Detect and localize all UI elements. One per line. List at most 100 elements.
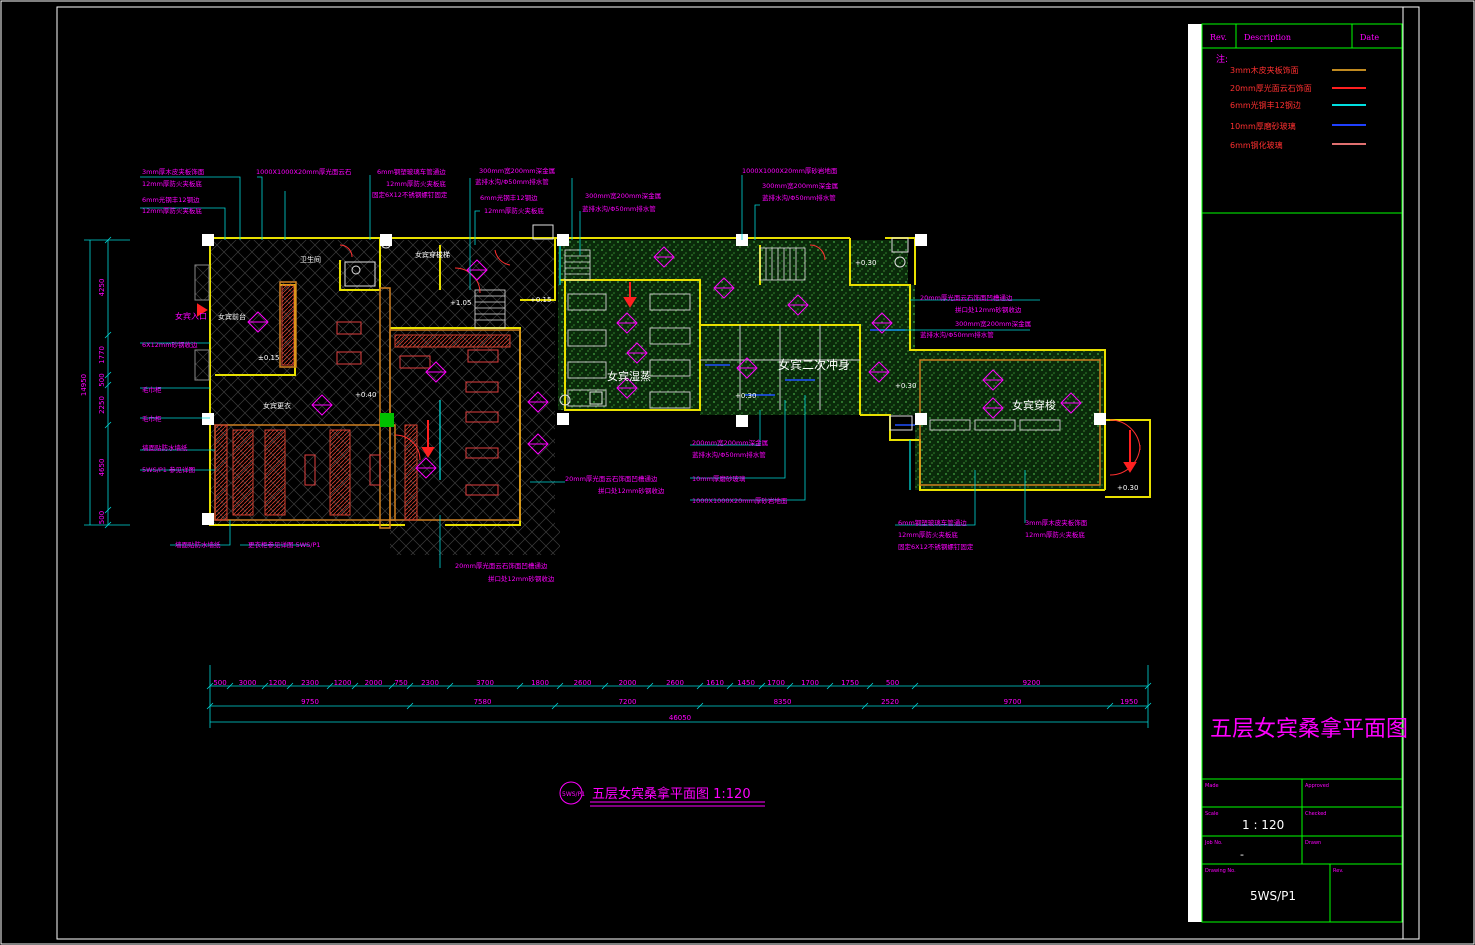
annotation-left-6: 毛巾柜	[142, 414, 162, 423]
caption-tag: 5WS/P1	[562, 791, 585, 798]
annotation-bottom-5: 拼口处12mm砂钢收边	[598, 486, 665, 495]
inner-frame	[56, 6, 1420, 940]
room-lounge: 女宾穿梭	[1012, 398, 1056, 412]
section-tag-7	[868, 361, 890, 383]
dim-vertical-2: 500	[98, 373, 106, 386]
room-wet-steam: 女宾湿蒸	[607, 369, 651, 383]
dim-row1-9: 1800	[531, 679, 549, 687]
floor-plan	[84, 175, 1152, 728]
annotation-top-3: 固定6X12不锈钢螺钉固定	[372, 190, 448, 199]
dim-total: 46050	[669, 714, 691, 722]
level-1: +0.40	[355, 391, 376, 399]
dim-row1-18: 500	[886, 679, 899, 687]
annotation-right-0: 20mm厚光面云石饰面凹槽通边	[920, 293, 1013, 302]
level-0: ±0.15	[258, 354, 279, 362]
scale-label: Scale	[1205, 811, 1218, 817]
dim-row2-2: 7200	[619, 698, 637, 706]
dim-row1-16: 1700	[801, 679, 819, 687]
annotation-left-3: 12mm厚防火夹板底	[142, 206, 202, 215]
dim-row1-12: 2600	[666, 679, 684, 687]
level-7: +0.30	[1117, 484, 1138, 492]
dim-row1-7: 2300	[421, 679, 439, 687]
annotation-bottom-10: 固定6X12不锈钢螺钉固定	[898, 542, 974, 551]
dim-row1-15: 1700	[767, 679, 785, 687]
level-4: +0.30	[855, 259, 876, 267]
dim-row1-14: 1450	[737, 679, 755, 687]
section-tag-6	[736, 357, 758, 379]
annotation-top-0: 1000X1000X20mm厚光面云石	[256, 167, 352, 176]
drawn-label: Drawn	[1305, 840, 1321, 846]
section-tag-14	[527, 391, 549, 413]
annotation-bottom-8: 6mm钢塑玻璃车管通边	[898, 518, 967, 527]
description-header: Description	[1244, 33, 1291, 42]
approved-label: Approved	[1305, 783, 1329, 789]
annotation-bottom-11: 3mm厚木皮夹板饰面	[1025, 518, 1088, 527]
legend-item-4: 6mm钢化玻璃	[1230, 140, 1283, 150]
room-locker: 女宾更衣	[263, 401, 291, 410]
annotation-top-7: 12mm厚防火夹板底	[484, 206, 544, 215]
section-tag-17	[713, 277, 735, 299]
section-tag-15	[527, 433, 549, 455]
section-tag-5	[616, 377, 638, 399]
section-tag-8	[982, 369, 1004, 391]
annotation-left-1: 12mm厚防火夹板底	[142, 179, 202, 188]
drawing-title: 五层女宾桑拿平面图	[1210, 716, 1408, 742]
dim-row2-4: 2520	[881, 698, 899, 706]
annotation-left-7: 墙面贴防水墙纸	[142, 443, 188, 452]
dim-vertical-4: 4650	[98, 459, 106, 477]
legend-item-0: 3mm木皮夹板饰面	[1230, 65, 1299, 75]
legend-item-2: 6mm光钢丰12钢边	[1230, 100, 1301, 110]
annotation-right-1: 拼口处12mm砂钢收边	[955, 305, 1022, 314]
annotation-bottom-7: 拼口处12mm砂钢收边	[488, 574, 555, 583]
dim-row1-1: 3000	[239, 679, 257, 687]
section-tag-1	[311, 394, 333, 416]
checked-label: Checked	[1305, 811, 1326, 817]
dim-vertical-1: 1770	[98, 346, 106, 364]
annotation-bottom-14: 更衣柜参见详图 5WS/P1	[248, 540, 321, 549]
legend-item-3: 10mm厚磨砂玻璃	[1230, 121, 1296, 131]
annotation-bottom-9: 12mm厚防火夹板底	[898, 530, 958, 539]
notes-label: 注:	[1216, 53, 1228, 65]
dim-row2-1: 7580	[474, 698, 492, 706]
annotation-left-2: 6mm光钢丰12钢边	[142, 195, 200, 204]
annotation-top-8: 300mm宽200mm深金属	[585, 191, 661, 200]
room-stair: 女宾穿梭梯	[415, 250, 450, 259]
annotation-left-4: 6X12mm砂钢收边	[142, 340, 198, 349]
job-label: Job No.	[1204, 840, 1223, 846]
dim-row1-0: 500	[213, 679, 226, 687]
dim-row1-17: 1750	[841, 679, 859, 687]
room-toilet: 卫生间	[300, 255, 321, 264]
section-tag-0	[247, 311, 269, 333]
section-tag-11	[653, 246, 675, 268]
dim-row1-8: 3700	[476, 679, 494, 687]
job-value: -	[1240, 848, 1244, 861]
level-5: +0.30	[895, 382, 916, 390]
dim-row1-11: 2000	[619, 679, 637, 687]
section-tag-3	[616, 312, 638, 334]
dim-row1-10: 2600	[574, 679, 592, 687]
annotation-right-2: 300mm宽200mm深金属	[955, 319, 1031, 328]
dim-row1-19: 9200	[1023, 679, 1041, 687]
section-tag-10	[1060, 392, 1082, 414]
dim-row1-3: 2300	[301, 679, 319, 687]
room-entrance: 女宾入口	[175, 311, 207, 321]
rev-label: Rev.	[1333, 868, 1344, 874]
annotation-left-8: 5WS/P1 参见详图	[142, 465, 195, 474]
annotation-right-3: 蓝排水沟/Φ50mm排水管	[920, 330, 994, 339]
dim-vertical-5: 500	[98, 511, 106, 524]
drawing-no-value: 5WS/P1	[1250, 889, 1296, 903]
title-block	[1188, 23, 1403, 923]
date-header: Date	[1360, 33, 1379, 42]
level-2: +1.05	[450, 299, 471, 307]
annotation-bottom-0: 200mm宽200mm深金属	[692, 438, 768, 447]
annotation-top-2: 12mm厚防火夹板底	[386, 179, 446, 188]
dim-vertical-0: 4250	[98, 279, 106, 297]
annotation-bottom-6: 20mm厚光面云石饰面凹槽通边	[455, 561, 548, 570]
section-tag-12	[787, 294, 809, 316]
dim-row1-4: 1200	[334, 679, 352, 687]
section-tag-13	[415, 457, 437, 479]
dim-row1-5: 2000	[365, 679, 383, 687]
annotation-top-10: 1000X1000X20mm厚砂岩地面	[742, 166, 838, 175]
